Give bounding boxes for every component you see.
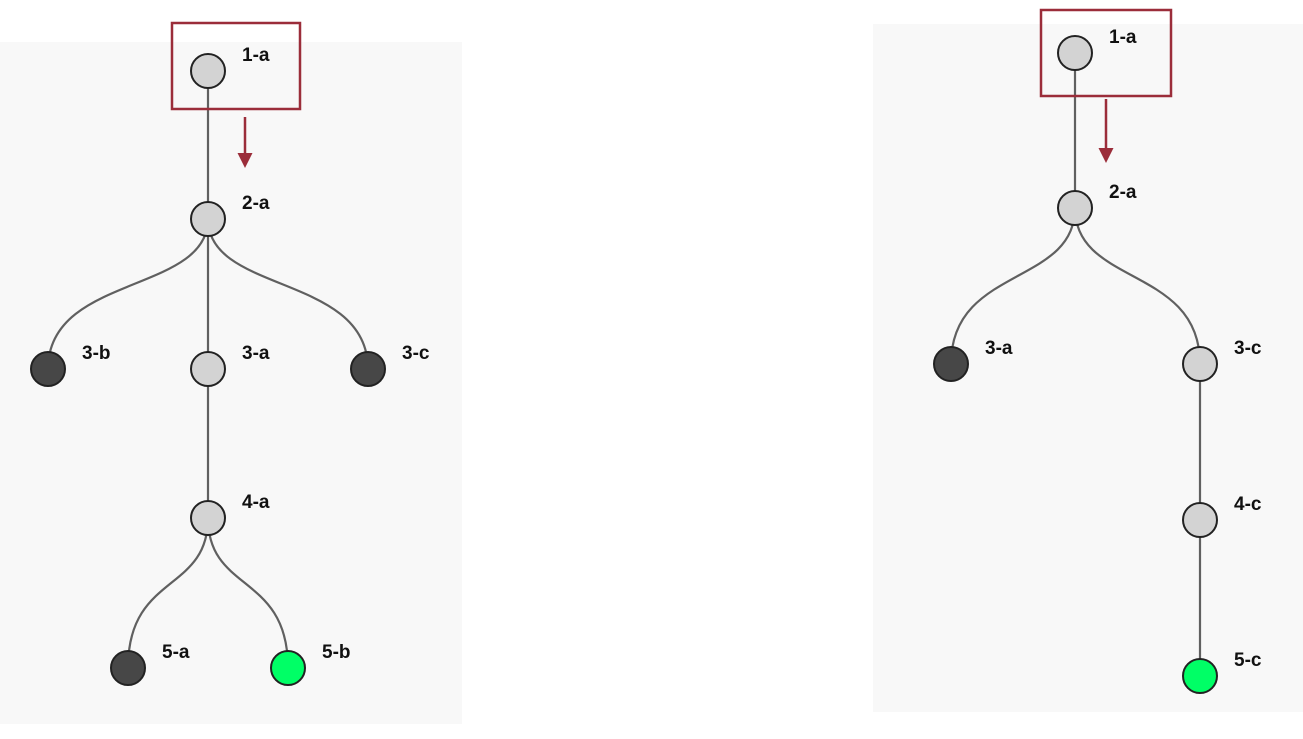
node-label-3-b: 3-b <box>82 343 111 364</box>
node-2-a <box>1057 190 1093 226</box>
node-5-b <box>270 650 306 686</box>
node-3-c <box>350 351 386 387</box>
edge-2-a-to-3-a <box>949 207 1077 365</box>
highlight-box <box>170 21 302 111</box>
node-1-a <box>1057 35 1093 71</box>
highlight-box <box>1039 8 1173 98</box>
node-4-c <box>1182 502 1218 538</box>
node-label-2-a: 2-a <box>1109 182 1137 203</box>
node-label-5-a: 5-a <box>162 642 190 663</box>
node-3-c <box>1182 346 1218 382</box>
node-label-3-c: 3-c <box>1234 338 1262 359</box>
node-label-1-a: 1-a <box>1109 27 1137 48</box>
node-label-5-c: 5-c <box>1234 650 1262 671</box>
edge-2-a-to-3-b <box>46 218 210 370</box>
node-5-a <box>110 650 146 686</box>
node-2-a <box>190 201 226 237</box>
node-3-a <box>933 346 969 382</box>
node-label-4-a: 4-a <box>242 492 270 513</box>
edge-2-a-to-3-c <box>1073 207 1202 365</box>
node-label-5-b: 5-b <box>322 642 351 663</box>
tree-1: 1-a 2-a 3-b 3-a 3-c 4-a 5-a 5-b <box>30 21 430 686</box>
edge-4-a-to-5-a <box>126 517 210 669</box>
node-label-3-a: 3-a <box>242 343 270 364</box>
node-label-3-c: 3-c <box>402 343 430 364</box>
edge-4-a-to-5-b <box>206 517 290 669</box>
node-label-1-a: 1-a <box>242 45 270 66</box>
node-label-4-c: 4-c <box>1234 494 1262 515</box>
node-label-3-a: 3-a <box>985 338 1013 359</box>
edge-2-a-to-3-c <box>206 218 370 370</box>
node-1-a <box>190 53 226 89</box>
node-4-a <box>190 500 226 536</box>
node-3-a <box>190 351 226 387</box>
node-5-c <box>1182 658 1218 694</box>
tree-2: 1-a 2-a 3-a 3-c 4-c 5-c <box>933 8 1262 694</box>
tree-panel-left <box>0 42 462 724</box>
node-3-b <box>30 351 66 387</box>
node-label-2-a: 2-a <box>242 193 270 214</box>
